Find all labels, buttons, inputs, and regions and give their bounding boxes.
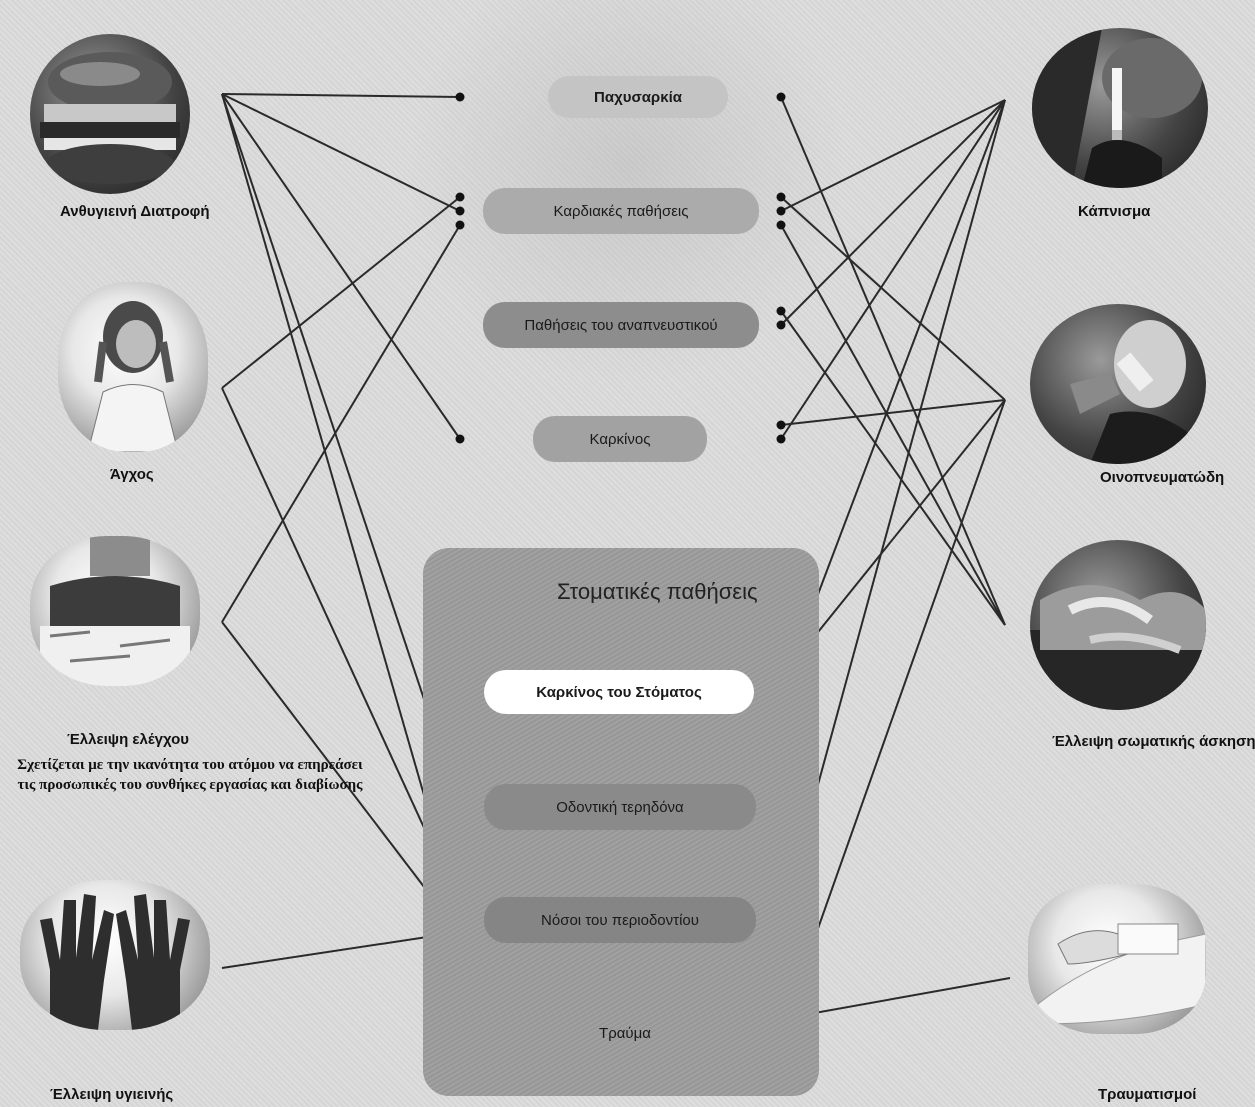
connection-dot-stress-heart bbox=[455, 192, 465, 202]
dirty-hands-photo bbox=[20, 880, 210, 1030]
disease-heart-label: Καρδιακές παθήσεις bbox=[553, 202, 689, 220]
stressed-woman-photo bbox=[58, 282, 208, 452]
connection-dot-exercise-heart bbox=[776, 220, 786, 230]
connection-exercise-obesity bbox=[780, 96, 1006, 626]
risk-smoking-label: Κάπνισμα bbox=[1078, 203, 1151, 220]
connection-smoking-heart bbox=[780, 99, 1006, 212]
risk-hygiene-label: Έλλειψη υγιεινής bbox=[50, 1086, 174, 1103]
connection-diet-cancer bbox=[221, 93, 461, 440]
connection-dot-diet-obesity bbox=[455, 92, 465, 102]
messy-desk-photo bbox=[30, 536, 200, 686]
risk-control-description: Σχετίζεται με την ικανότητα του ατόμου ν… bbox=[17, 757, 363, 793]
risk-injuries-label: Τραυματισμοί bbox=[1098, 1086, 1197, 1103]
risk-alcohol-label: Οινοπνευματώδη bbox=[1100, 469, 1225, 486]
connection-dot-exercise-respiratory bbox=[776, 306, 786, 316]
disease-respiratory-label: Παθήσεις του αναπνευστικού bbox=[524, 316, 718, 334]
risk-stress-label: Άγχος bbox=[110, 466, 154, 483]
disease-respiratory: Παθήσεις του αναπνευστικού bbox=[483, 302, 759, 348]
connection-dot-exercise-obesity bbox=[776, 92, 786, 102]
couch-photo bbox=[1030, 540, 1206, 710]
disease-caries: Οδοντική τερηδόνα bbox=[484, 784, 756, 830]
disease-oral-cancer: Καρκίνος του Στόματος bbox=[484, 670, 754, 714]
connection-smoking-cancer bbox=[780, 99, 1006, 440]
connection-dot-smoking-heart bbox=[776, 206, 786, 216]
connection-control-periodontal bbox=[221, 621, 461, 935]
oral-diseases-title: Στοματικές παθήσεις bbox=[557, 579, 758, 604]
connection-alcohol-heart bbox=[780, 196, 1006, 401]
disease-oral-cancer-label: Καρκίνος του Στόματος bbox=[536, 683, 702, 701]
connection-hygiene-periodontal bbox=[221, 931, 461, 969]
disease-trauma-label: Τραύμα bbox=[599, 1024, 651, 1042]
connection-diet-obesity bbox=[221, 93, 461, 98]
disease-periodontal: Νόσοι του περιοδοντίου bbox=[484, 897, 756, 943]
connection-diet-heart bbox=[221, 93, 461, 212]
connection-stress-heart bbox=[221, 196, 461, 389]
disease-trauma: Τραύμα bbox=[540, 1012, 710, 1054]
connection-dot-smoking-cancer bbox=[776, 434, 786, 444]
disease-heart: Καρδιακές παθήσεις bbox=[483, 188, 759, 234]
disease-obesity-label: Παχυσαρκία bbox=[594, 88, 682, 106]
risk-exercise-label: Έλλειψη σωματικής άσκησης bbox=[1052, 733, 1255, 750]
connection-alcohol-cancer bbox=[780, 399, 1006, 426]
connection-control-heart bbox=[221, 224, 461, 623]
connection-diet-periodontal bbox=[221, 93, 461, 921]
burger-photo bbox=[30, 34, 190, 194]
injured-arm-photo bbox=[1028, 884, 1206, 1034]
connection-stress-periodontal bbox=[221, 387, 461, 907]
connection-dot-smoking-respiratory bbox=[776, 320, 786, 330]
disease-caries-label: Οδοντική τερηδόνα bbox=[556, 798, 684, 816]
disease-obesity: Παχυσαρκία bbox=[548, 76, 728, 118]
risk-control-label: Έλλειψη ελέγχου bbox=[67, 731, 189, 748]
connection-diet-caries bbox=[221, 93, 461, 808]
disease-periodontal-label: Νόσοι του περιοδοντίου bbox=[541, 911, 699, 929]
connection-dot-diet-heart bbox=[455, 206, 465, 216]
connection-dot-alcohol-heart bbox=[776, 192, 786, 202]
disease-cancer: Καρκίνος bbox=[533, 416, 707, 462]
connection-exercise-respiratory bbox=[780, 310, 1006, 626]
drinking-man-photo bbox=[1030, 304, 1206, 464]
risk-diet-label: Ανθυγιεινή Διατροφή bbox=[60, 203, 210, 220]
cigarette-photo bbox=[1032, 28, 1208, 188]
connection-injuries-trauma bbox=[780, 977, 1011, 1020]
connection-dot-alcohol-cancer bbox=[776, 420, 786, 430]
connection-dot-control-heart bbox=[455, 220, 465, 230]
connection-smoking-respiratory bbox=[780, 99, 1006, 326]
connection-exercise-heart bbox=[780, 224, 1006, 626]
disease-cancer-label: Καρκίνος bbox=[589, 430, 651, 448]
connection-dot-diet-cancer bbox=[455, 434, 465, 444]
